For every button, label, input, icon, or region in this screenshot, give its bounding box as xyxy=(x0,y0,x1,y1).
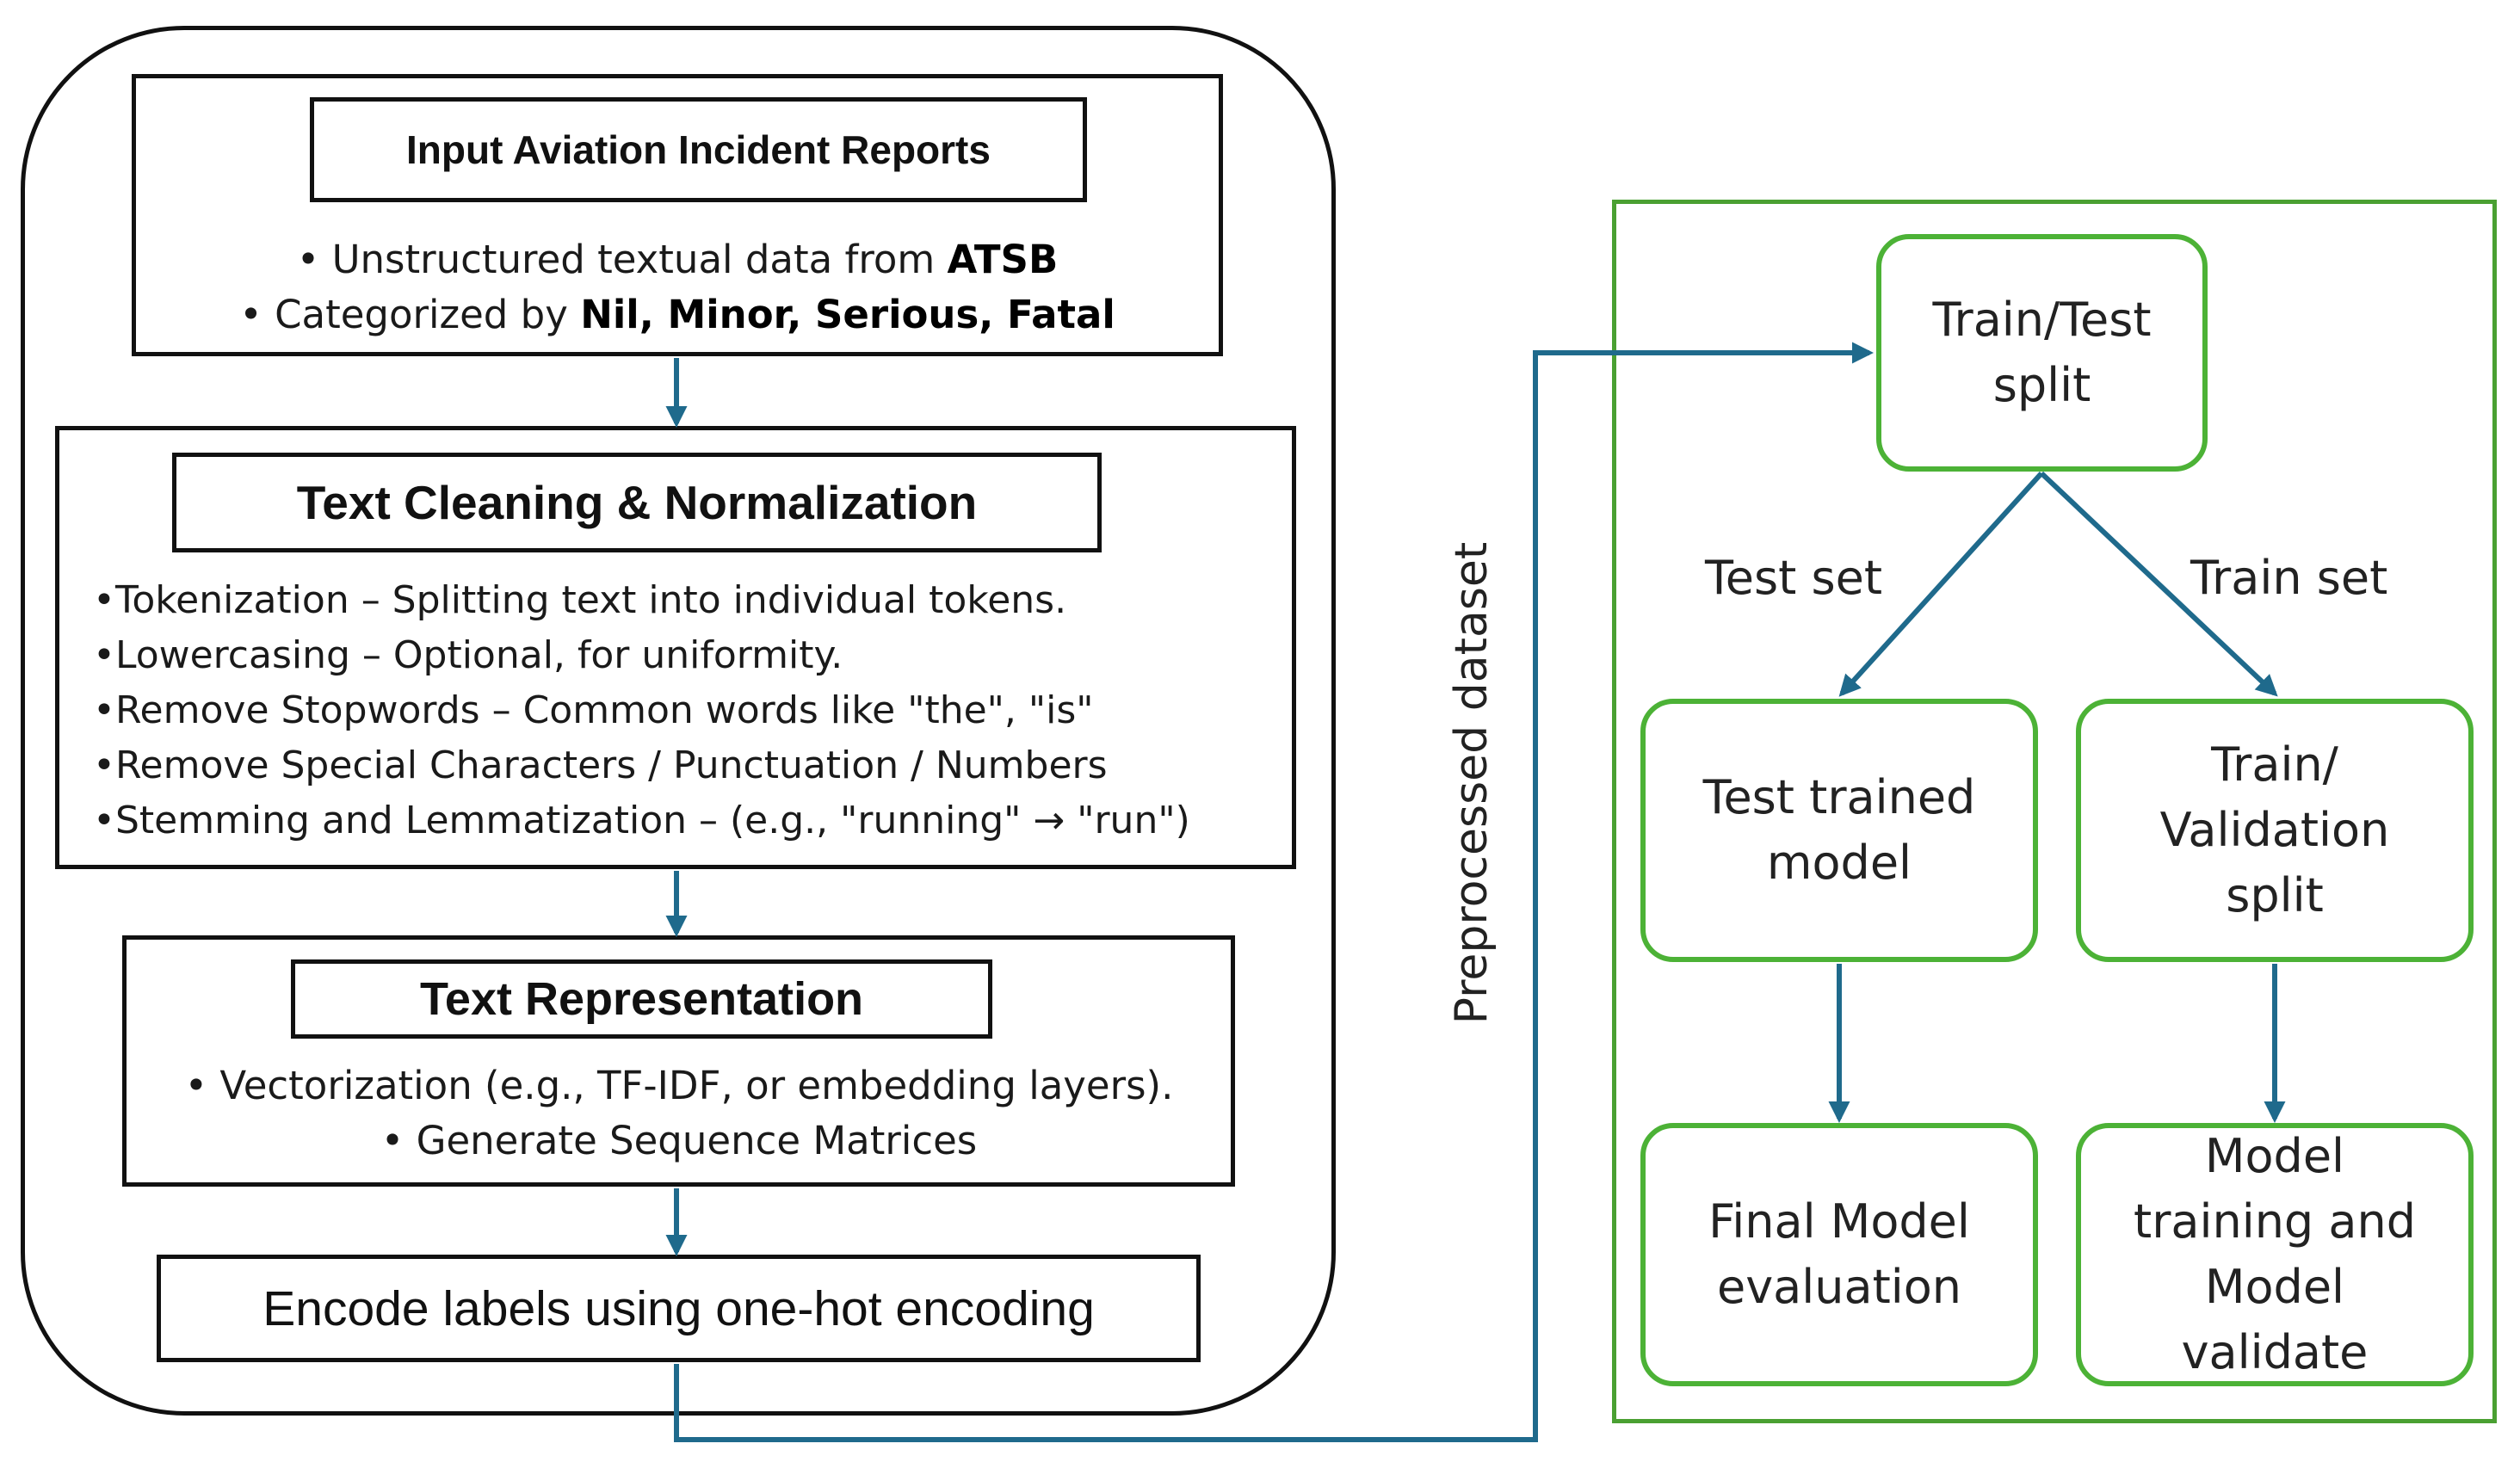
input-title: Input Aviation Incident Reports xyxy=(406,127,991,172)
train-test-split-line1: Train/Test xyxy=(1932,293,2152,347)
input-bullet-1: • Unstructured textual data from ATSB xyxy=(296,237,1059,282)
input-title-box: Input Aviation Incident Reports xyxy=(310,97,1087,202)
cleaning-item-stemming: •Stemming and Lemmatization – (e.g., "ru… xyxy=(93,799,1190,842)
input-bullets: • Unstructured textual data from ATSB • … xyxy=(138,232,1217,342)
train-validation-line2: Validation xyxy=(2159,803,2390,857)
test-trained-model-box: Test trained model xyxy=(1640,699,2038,962)
cleaning-list: •Tokenization – Splitting text into indi… xyxy=(93,573,1289,848)
input-bullet-2: • Categorized by Nil, Minor, Serious, Fa… xyxy=(239,292,1115,337)
model-training-line1: Model xyxy=(2204,1129,2345,1183)
representation-bullet-1: • Vectorization (e.g., TF-IDF, or embedd… xyxy=(184,1063,1174,1108)
train-validation-line1: Train/ xyxy=(2211,737,2338,792)
cleaning-title: Text Cleaning & Normalization xyxy=(296,476,978,529)
train-test-split-box: Train/Test split xyxy=(1876,234,2208,472)
model-training-validate-box: Model training and Model validate xyxy=(2076,1123,2474,1386)
model-training-line4: validate xyxy=(2181,1325,2369,1379)
test-set-label: Test set xyxy=(1705,551,1883,605)
arrow-split-to-train-validation xyxy=(2039,471,2278,697)
representation-bullets: • Vectorization (e.g., TF-IDF, or embedd… xyxy=(129,1058,1229,1169)
final-model-evaluation-box: Final Model evaluation xyxy=(1640,1123,2038,1386)
final-eval-line2: evaluation xyxy=(1716,1260,1962,1314)
encode-box: Encode labels using one-hot encoding xyxy=(157,1255,1201,1362)
train-validation-split-box: Train/ Validation split xyxy=(2076,699,2474,962)
train-test-split-line2: split xyxy=(1992,358,2091,412)
cleaning-item-stopwords: •Remove Stopwords – Common words like "t… xyxy=(93,688,1094,732)
test-trained-model-line2: model xyxy=(1766,836,1912,890)
training-container xyxy=(1612,200,2497,1423)
model-training-line2: training and xyxy=(2134,1194,2416,1249)
cleaning-item-lowercasing: •Lowercasing – Optional, for uniformity. xyxy=(93,633,843,677)
arrow-split-to-test-trained xyxy=(1838,471,2044,697)
final-eval-line1: Final Model xyxy=(1708,1194,1970,1249)
train-validation-line3: split xyxy=(2226,868,2324,922)
representation-title: Text Representation xyxy=(419,973,864,1025)
encode-label: Encode labels using one-hot encoding xyxy=(262,1280,1095,1336)
train-set-label: Train set xyxy=(2190,551,2388,605)
cleaning-item-special-chars: •Remove Special Characters / Punctuation… xyxy=(93,743,1108,787)
arrow-encode-to-train-test-split xyxy=(674,342,1875,1442)
test-trained-model-line1: Test trained xyxy=(1702,770,1976,824)
cleaning-item-tokenization: •Tokenization – Splitting text into indi… xyxy=(93,578,1067,622)
model-training-line3: Model xyxy=(2204,1260,2345,1314)
representation-title-box: Text Representation xyxy=(291,959,992,1039)
cleaning-title-box: Text Cleaning & Normalization xyxy=(172,453,1102,552)
representation-bullet-2: • Generate Sequence Matrices xyxy=(380,1118,978,1163)
